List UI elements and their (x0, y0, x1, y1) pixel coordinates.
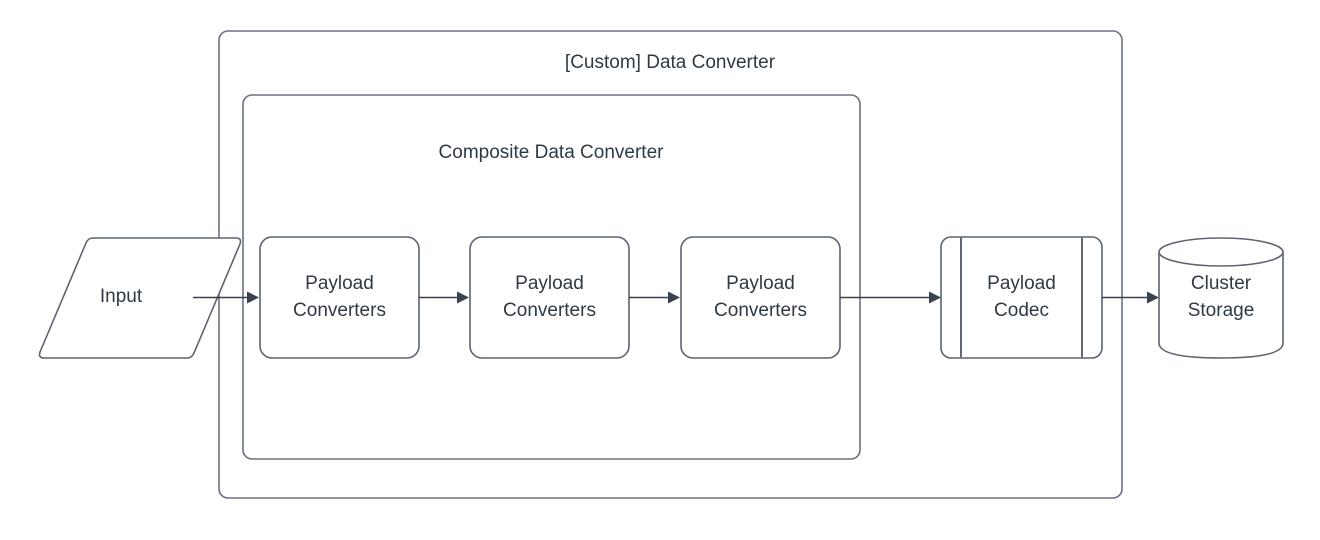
cluster-storage-top-ellipse (1158, 237, 1284, 267)
arrowhead-icon (668, 291, 680, 304)
payload-codec-box (940, 236, 1103, 359)
node-payload-converters-2[interactable]: Payload Converters (469, 236, 630, 359)
container-composite-data-converter[interactable]: Composite Data Converter (242, 94, 861, 460)
node-cluster-storage[interactable]: Cluster Storage (1158, 237, 1284, 359)
node-payload-converters-1[interactable]: Payload Converters (259, 236, 420, 359)
payload-codec-label-line2: Codec (994, 300, 1049, 321)
cluster-storage-label-line2: Storage (1188, 300, 1255, 321)
payload-converters-3-label-line2: Converters (714, 300, 807, 321)
edge-payload-converters-2-to-3 (629, 291, 680, 304)
composite-data-converter-title: Composite Data Converter (439, 142, 665, 163)
payload-converters-3-label-line1: Payload (726, 273, 795, 294)
arrowhead-icon (457, 291, 469, 304)
arrowhead-icon (247, 291, 259, 304)
node-payload-codec[interactable]: Payload Codec (940, 236, 1103, 359)
payload-codec-label-line1: Payload (987, 273, 1056, 294)
arrowhead-icon (1147, 291, 1159, 304)
edge-payload-codec-to-cluster-storage (1102, 291, 1159, 304)
edge-payload-converters-3-to-payload-codec (840, 291, 941, 304)
cluster-storage-label-line1: Cluster (1191, 273, 1252, 294)
composite-data-converter-boundary (242, 94, 861, 460)
payload-converters-2-label-line1: Payload (515, 273, 584, 294)
node-payload-converters-3[interactable]: Payload Converters (680, 236, 841, 359)
payload-converters-1-box (259, 236, 420, 359)
payload-converters-3-box (680, 236, 841, 359)
payload-converters-2-box (469, 236, 630, 359)
edge-input-to-payload-converters-1 (193, 291, 259, 304)
input-parallelogram (38, 237, 242, 359)
arrowhead-icon (929, 291, 941, 304)
custom-data-converter-title: [Custom] Data Converter (565, 52, 776, 73)
node-input[interactable]: Input (38, 237, 242, 359)
payload-converters-2-label-line2: Converters (503, 300, 596, 321)
edge-payload-converters-1-to-2 (419, 291, 469, 304)
input-label: Input (100, 286, 143, 307)
payload-converters-1-label-line1: Payload (305, 273, 374, 294)
payload-converters-1-label-line2: Converters (293, 300, 386, 321)
cluster-storage-body (1158, 251, 1284, 359)
